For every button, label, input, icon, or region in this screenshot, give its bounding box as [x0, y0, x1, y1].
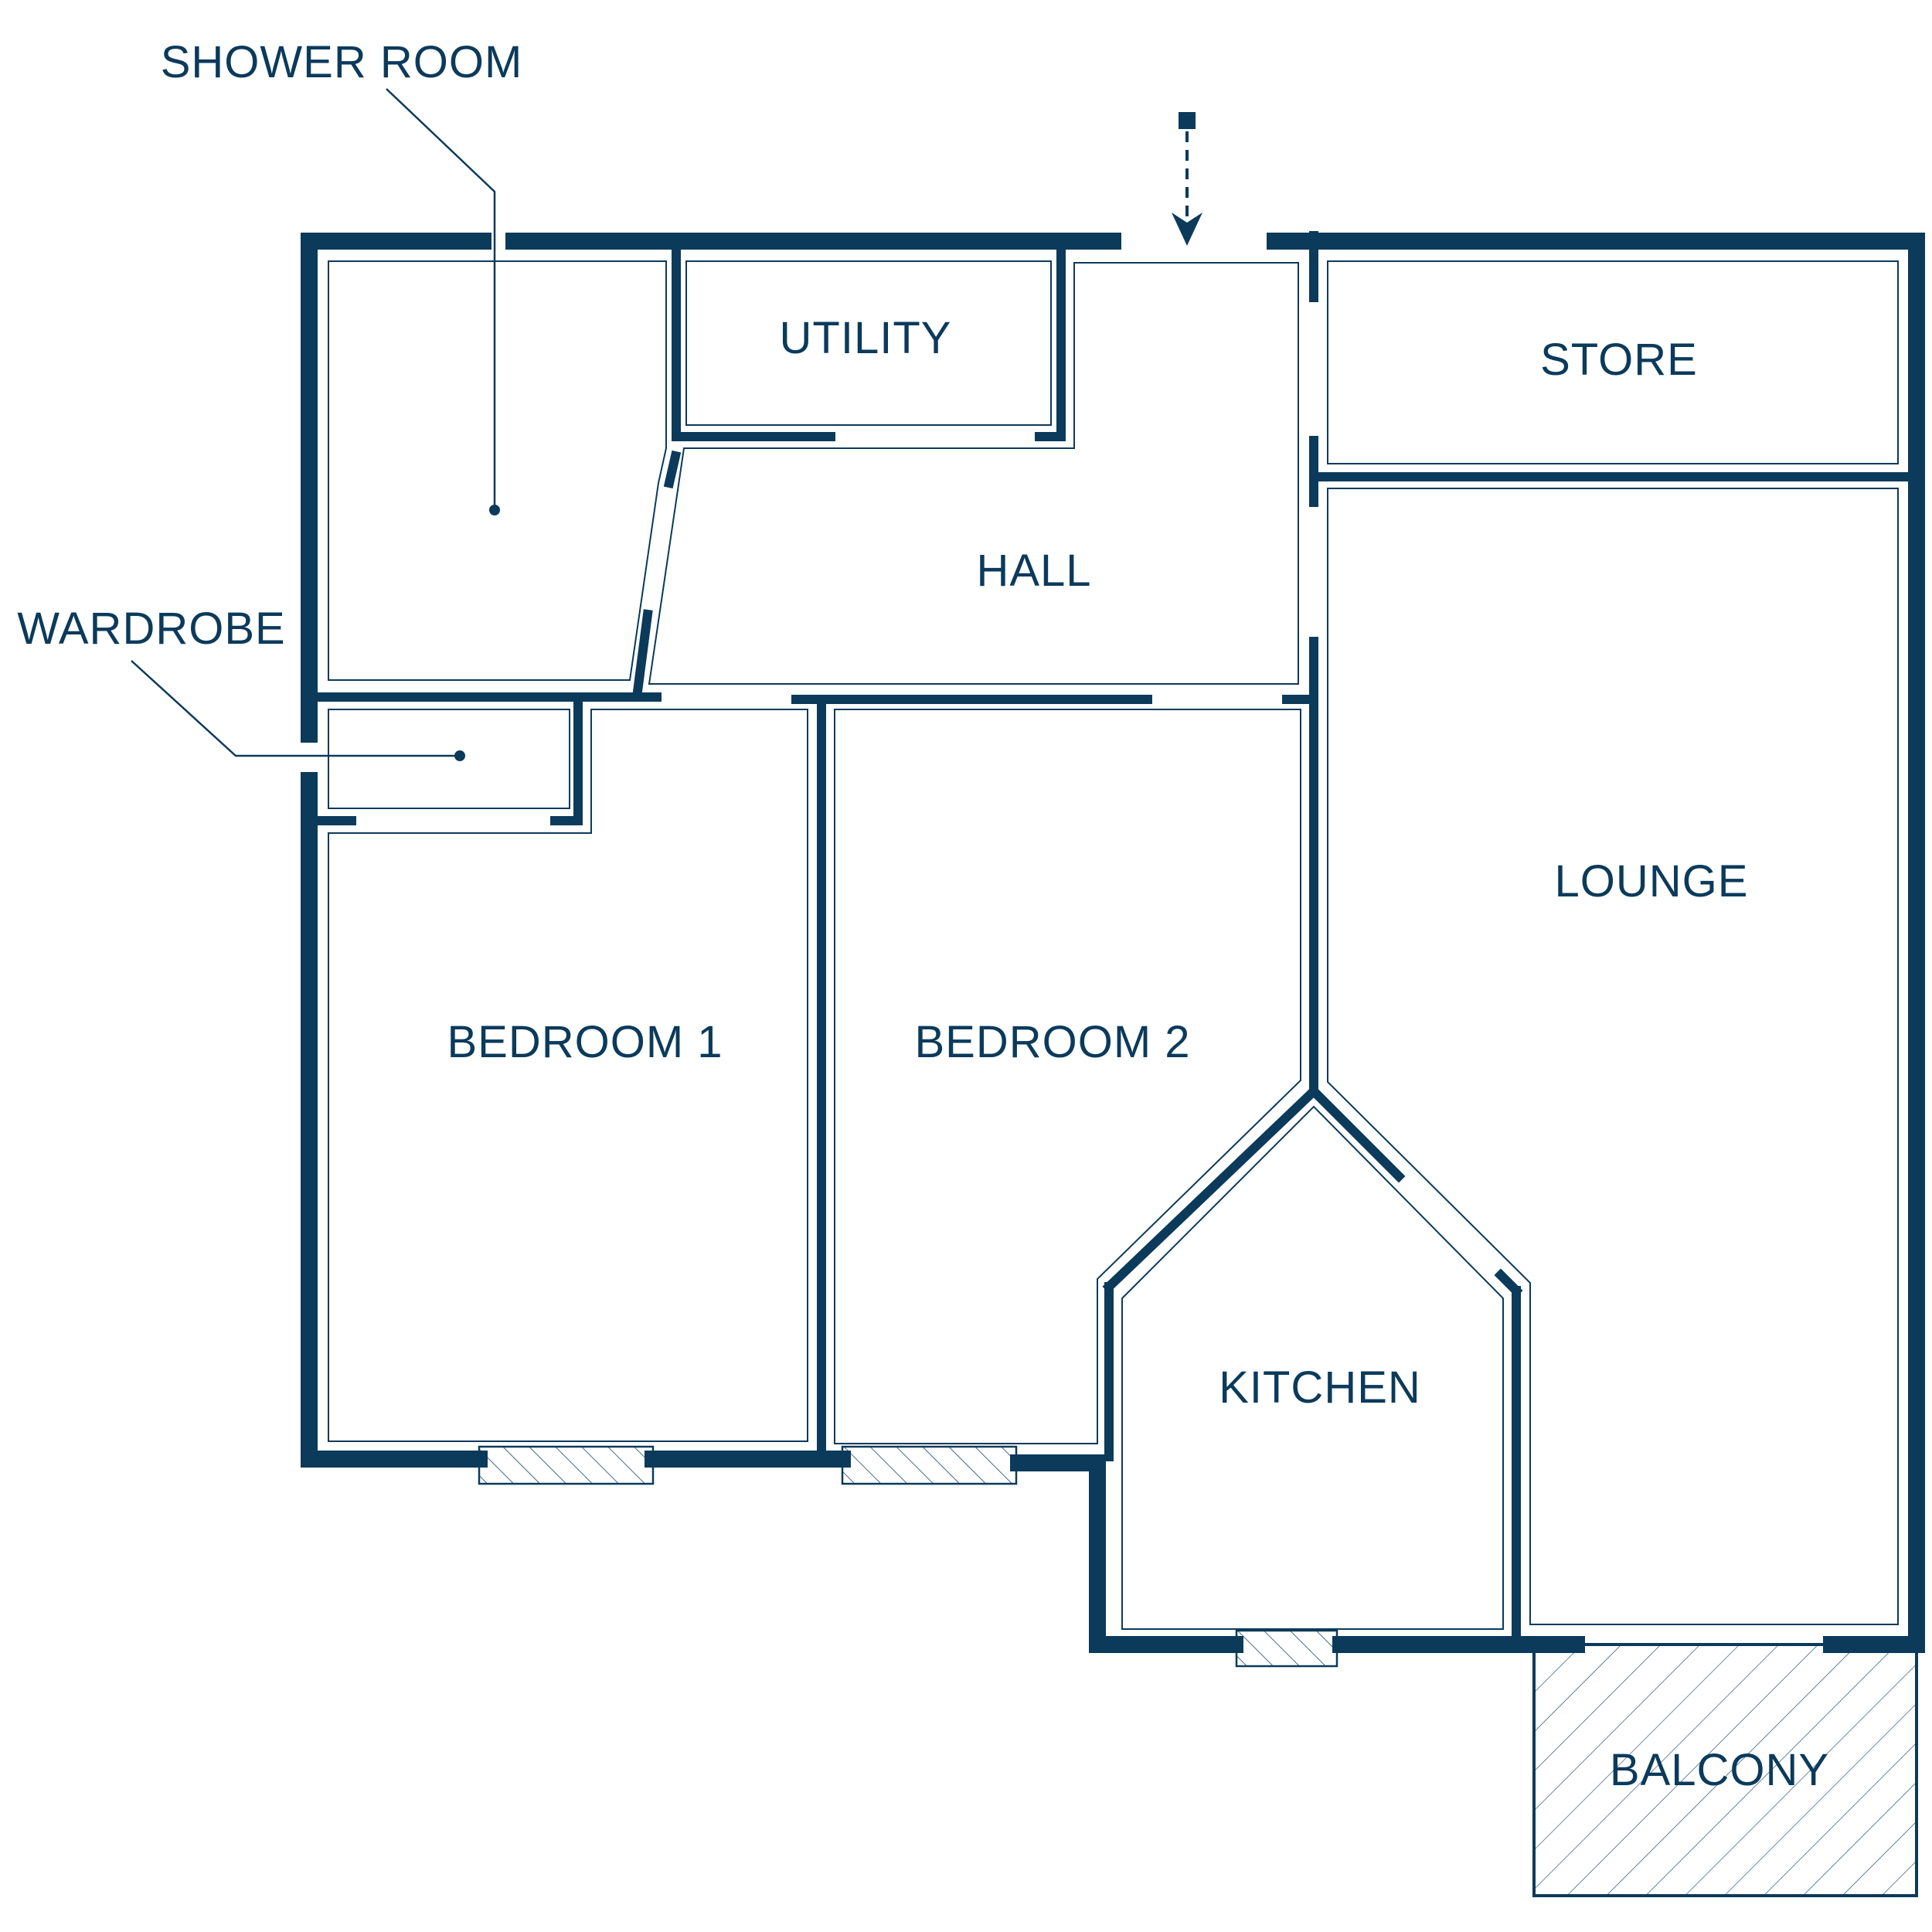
- bedroom2-outline: [834, 709, 1301, 1444]
- utility-outline: [685, 260, 1052, 426]
- wall-shower-angle-b: [632, 609, 653, 697]
- balcony-area: [1532, 1643, 1918, 1897]
- kitchen-outline: [1121, 1105, 1504, 1630]
- label-store: STORE: [1540, 335, 1698, 385]
- plan-layer: SHOWER ROOM UTILITY HALL STORE WARDROBE …: [17, 37, 1925, 1897]
- label-shower-room: SHOWER ROOM: [161, 37, 523, 87]
- hall-outline: [648, 262, 1299, 685]
- label-balcony: BALCONY: [1610, 1745, 1829, 1795]
- label-utility: UTILITY: [780, 313, 952, 363]
- store-outline: [1327, 260, 1899, 464]
- leader-shower: [386, 88, 500, 515]
- window-bedroom1: [478, 1445, 655, 1485]
- label-kitchen: KITCHEN: [1219, 1362, 1421, 1413]
- window-bedroom2: [841, 1445, 1018, 1485]
- wall-kitchen-angle-left: [1102, 1084, 1321, 1294]
- label-bedroom2: BEDROOM 2: [914, 1017, 1190, 1067]
- wardrobe-outline: [328, 709, 570, 809]
- label-hall: HALL: [976, 546, 1091, 596]
- label-lounge: LOUNGE: [1555, 856, 1749, 906]
- interior-walls: [314, 231, 1921, 1643]
- label-wardrobe: WARDROBE: [17, 604, 285, 654]
- wall-shower-angle-a: [663, 450, 682, 489]
- leader-wardrobe: [131, 660, 465, 761]
- wall-kitchen-angle-right-a: [1307, 1084, 1406, 1183]
- lounge-outline: [1327, 488, 1899, 1625]
- room-outlines: [328, 260, 1899, 1630]
- label-bedroom1: BEDROOM 1: [447, 1017, 723, 1067]
- shower-room-outline: [328, 260, 667, 681]
- windows: [478, 1445, 1338, 1668]
- entrance-arrow-icon: [1172, 112, 1202, 246]
- bedroom1-outline: [328, 709, 808, 1442]
- window-kitchen: [1235, 1629, 1338, 1668]
